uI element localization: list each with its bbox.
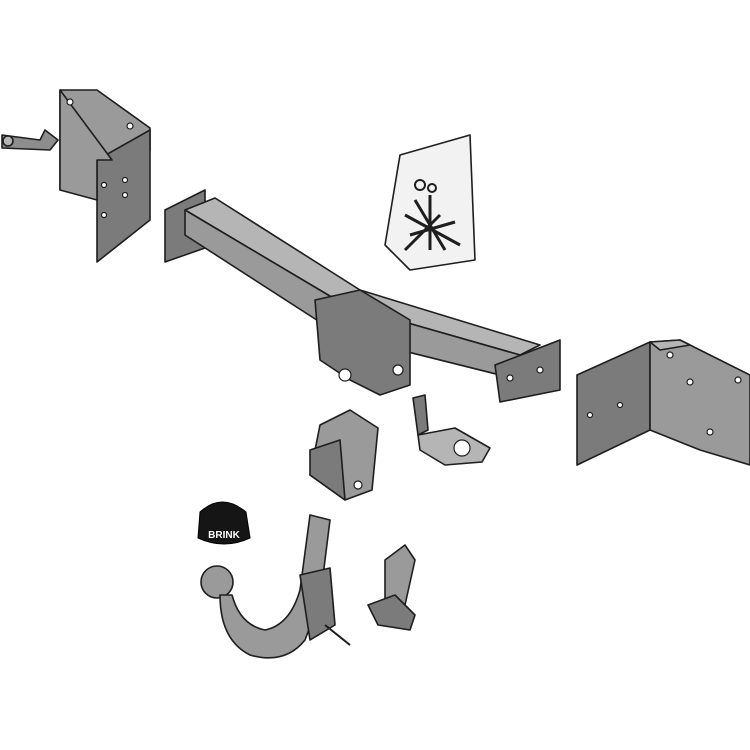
tow-ball-neck xyxy=(200,514,351,659)
left-mounting-bracket xyxy=(1,89,151,263)
ball-cap: BRINK xyxy=(197,501,251,545)
socket-plate xyxy=(412,394,491,466)
hardware-bag xyxy=(384,134,476,271)
cross-beam xyxy=(164,189,561,403)
mounting-clamp xyxy=(309,409,379,501)
right-mounting-bracket xyxy=(576,339,750,466)
brink-logo: BRINK xyxy=(208,530,240,541)
locking-mechanism xyxy=(367,544,416,631)
bolts xyxy=(403,195,461,252)
